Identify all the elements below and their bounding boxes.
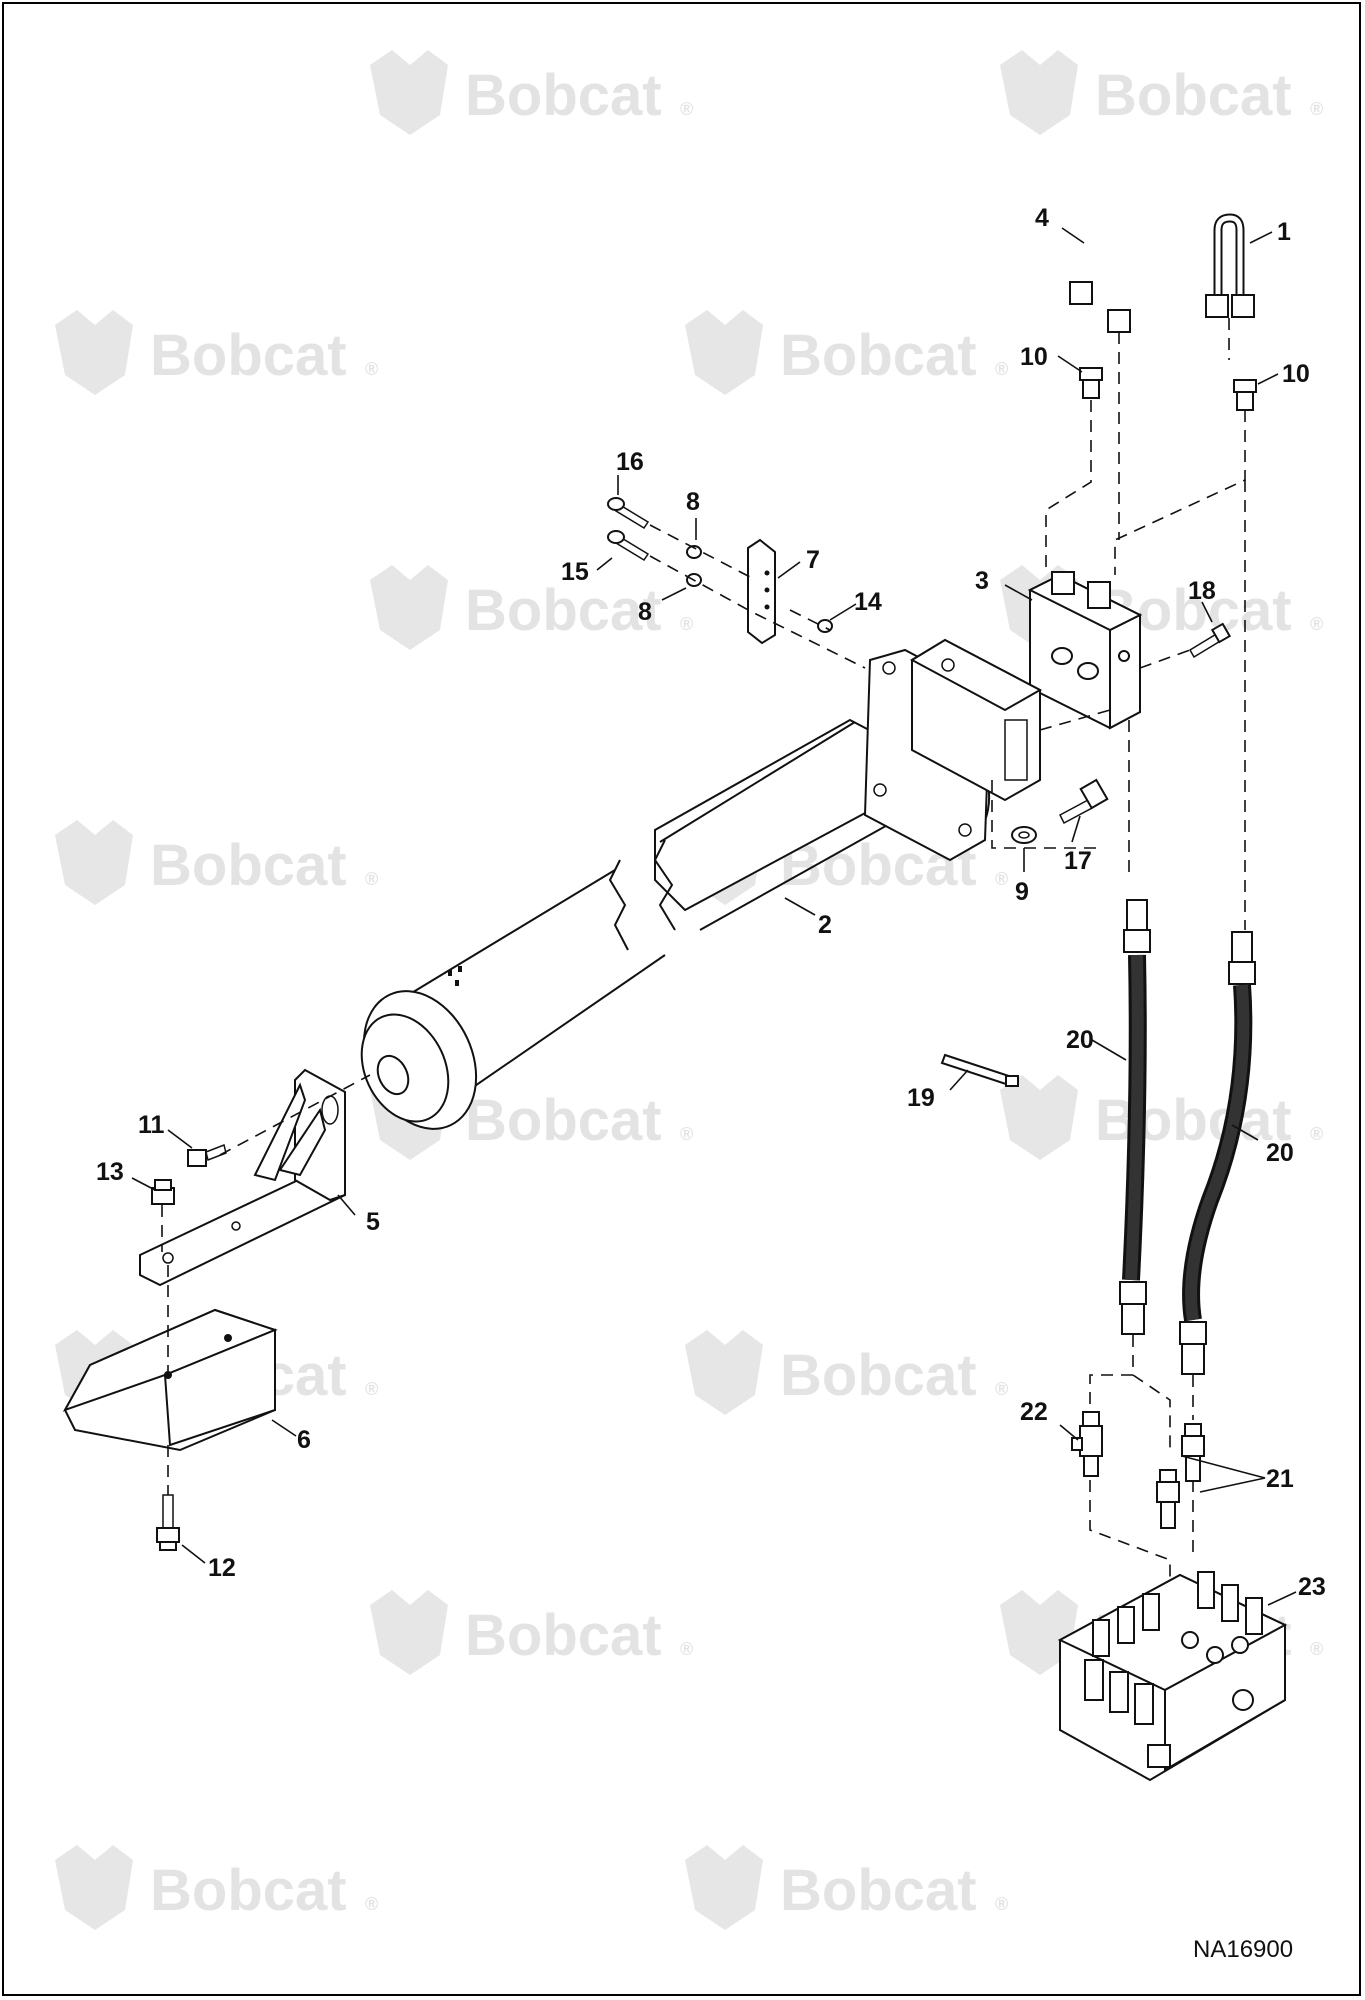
callout-10-left: 10: [1020, 343, 1048, 371]
callout-20-left: 20: [1066, 1026, 1094, 1054]
svg-text:Bobcat: Bobcat: [780, 1858, 977, 1923]
valve-block-3: [1027, 571, 1143, 730]
fitting-10-right: [1233, 379, 1257, 411]
svg-text:Bobcat: Bobcat: [780, 1343, 977, 1408]
svg-text:®: ®: [365, 1379, 378, 1399]
callout-19: 19: [907, 1084, 935, 1112]
callout-13: 13: [96, 1158, 124, 1186]
callout-10-right: 10: [1282, 360, 1310, 388]
svg-text:®: ®: [1310, 1124, 1323, 1144]
svg-text:Bobcat: Bobcat: [150, 323, 347, 388]
fitting-21-right: [1181, 1423, 1205, 1482]
callout-5: 5: [366, 1208, 380, 1236]
callout-9: 9: [1015, 878, 1029, 906]
svg-text:Bobcat: Bobcat: [1095, 63, 1292, 128]
mounting-bracket-5: [139, 1068, 346, 1287]
nut-13: [151, 1179, 175, 1205]
tube-1: [1205, 213, 1255, 318]
bolt-16: [607, 497, 650, 530]
hose-20-right: [1179, 931, 1256, 1375]
svg-text:®: ®: [365, 359, 378, 379]
callout-22: 22: [1020, 1398, 1048, 1426]
drawing-number: NA16900: [1193, 1936, 1293, 1963]
hose-20-left: [1119, 899, 1151, 1335]
seal-9: [1011, 826, 1037, 844]
callout-15: 15: [561, 558, 589, 586]
svg-text:®: ®: [680, 1124, 693, 1144]
bobcat-watermark: Bobcat ®: [1000, 50, 1323, 135]
callout-4: 4: [1035, 204, 1049, 232]
bobcat-watermark: Bobcat ®: [685, 310, 1008, 395]
callout-20-right: 20: [1266, 1139, 1294, 1167]
tube-4: [1069, 219, 1131, 333]
callout-7: 7: [806, 546, 820, 574]
callout-layer: 1 2 3 4 5 6 7 8 8 9 10 10 11 12 13 14 15…: [96, 204, 1326, 1601]
callout-2: 2: [818, 911, 832, 939]
leader-lines: [131, 227, 1297, 1606]
tie-strap-19: [940, 1053, 1019, 1088]
callout-17: 17: [1064, 847, 1092, 875]
callout-8-top: 8: [686, 488, 700, 516]
svg-text:®: ®: [680, 99, 693, 119]
bolt-18: [1188, 622, 1232, 659]
callout-16: 16: [616, 448, 644, 476]
svg-text:®: ®: [1310, 614, 1323, 634]
callout-12: 12: [208, 1554, 236, 1582]
bobcat-watermark: Bobcat ®: [55, 310, 378, 395]
bobcat-watermark: Bobcat ®: [55, 820, 378, 905]
svg-text:®: ®: [995, 359, 1008, 379]
bobcat-watermark: Bobcat ®: [370, 565, 693, 650]
fitting-10-left: [1079, 367, 1103, 399]
svg-text:Bobcat: Bobcat: [150, 1858, 347, 1923]
svg-text:Bobcat: Bobcat: [1095, 1088, 1292, 1153]
svg-text:®: ®: [1310, 1639, 1323, 1659]
tee-fitting-22: [1071, 1411, 1103, 1477]
bobcat-watermark: Bobcat ®: [370, 50, 693, 135]
callout-23: 23: [1298, 1573, 1326, 1601]
svg-text:Bobcat: Bobcat: [465, 578, 662, 643]
svg-text:®: ®: [1310, 99, 1323, 119]
fitting-21-left: [1156, 1469, 1180, 1529]
bolt-11: [187, 1143, 227, 1167]
bracket-7: [747, 538, 776, 645]
svg-text:®: ®: [365, 1894, 378, 1914]
callout-8-bottom: 8: [638, 598, 652, 626]
svg-text:®: ®: [680, 1639, 693, 1659]
bobcat-watermark: Bobcat ®: [685, 1330, 1008, 1415]
callout-6: 6: [297, 1426, 311, 1454]
bolt-17: [1059, 778, 1109, 825]
bolt-15: [607, 530, 650, 562]
control-valve-23: [1057, 1571, 1288, 1782]
bolt-12: [156, 1494, 180, 1551]
svg-text:®: ®: [680, 614, 693, 634]
callout-3: 3: [975, 567, 989, 595]
bobcat-watermark: Bobcat ®: [1000, 1075, 1323, 1160]
svg-text:Bobcat: Bobcat: [465, 1088, 662, 1153]
svg-text:Bobcat: Bobcat: [465, 1603, 662, 1668]
svg-text:®: ®: [995, 1379, 1008, 1399]
svg-text:Bobcat: Bobcat: [150, 833, 347, 898]
cover-6: [62, 1308, 278, 1452]
svg-text:®: ®: [995, 869, 1008, 889]
svg-text:®: ®: [365, 869, 378, 889]
callout-11: 11: [138, 1111, 165, 1139]
svg-text:®: ®: [995, 1894, 1008, 1914]
svg-text:Bobcat: Bobcat: [465, 63, 662, 128]
svg-text:Bobcat: Bobcat: [780, 323, 977, 388]
bobcat-watermark: Bobcat ®: [685, 1845, 1008, 1930]
washer-8-top: [686, 545, 702, 559]
callout-18: 18: [1188, 577, 1216, 605]
cylinder-2: [360, 638, 1043, 1130]
callout-14: 14: [854, 588, 882, 616]
callout-1: 1: [1277, 218, 1291, 246]
bobcat-watermark: Bobcat ®: [370, 1590, 693, 1675]
callout-21: 21: [1266, 1465, 1294, 1493]
bobcat-watermark: Bobcat ®: [55, 1845, 378, 1930]
plug-14: [817, 619, 833, 633]
